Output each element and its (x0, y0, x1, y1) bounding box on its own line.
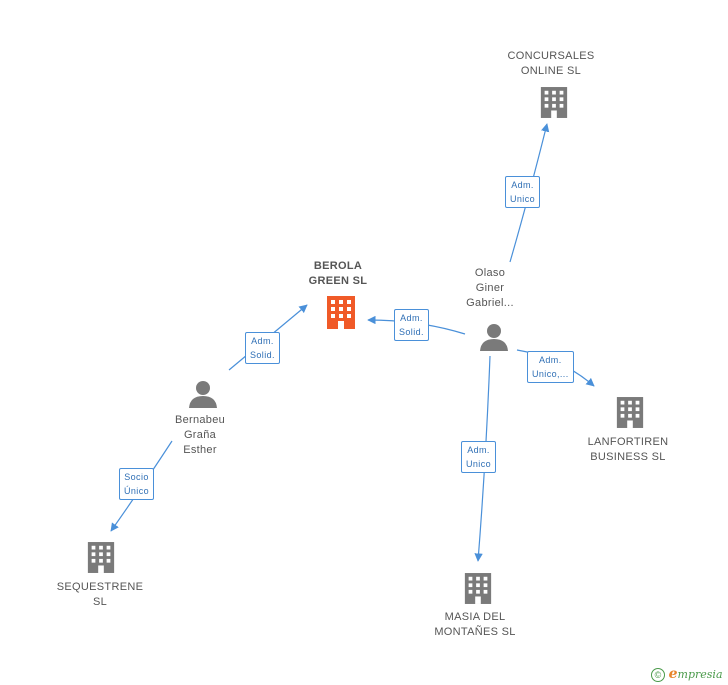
building-icon[interactable] (539, 86, 569, 119)
brand-name: mpresia (677, 668, 723, 681)
node-label-line: BEROLA (313, 260, 363, 272)
edge-label-olaso-concursales[interactable]: Adm. Unico (505, 176, 541, 208)
building-icon[interactable] (86, 541, 116, 574)
edge-label-line: Adm. (511, 180, 534, 190)
edge-label-line: Unico (466, 459, 492, 469)
edge-label-olaso-berola[interactable]: Adm. Solid. (394, 309, 429, 341)
node-label-olaso-giner[interactable]: Olaso Giner Gabriel... (450, 266, 530, 311)
node-label-line: Gabriel... (466, 297, 514, 309)
edge-label-olaso-masia[interactable]: Adm. Unico (461, 441, 497, 473)
edge-label-line: Adm. (251, 336, 274, 346)
node-label-line: BUSINESS SL (590, 451, 666, 463)
edge-label-line: Socio (124, 472, 149, 482)
edge-label-olaso-lanfortiren[interactable]: Adm. Unico,... (527, 351, 574, 383)
node-label-line: CONCURSALES (507, 50, 595, 62)
node-label-line: Graña (183, 429, 217, 441)
node-label-bernabeu-grana[interactable]: Bernabeu Graña Esther (160, 413, 240, 458)
brand-initial: e (668, 666, 678, 682)
edge-label-line: Solid. (399, 327, 424, 337)
person-icon[interactable] (188, 379, 218, 409)
node-label-line: Giner (475, 282, 505, 294)
edge-label-line: Solid. (250, 350, 275, 360)
person-icon[interactable] (479, 322, 509, 352)
node-label-line: MONTAÑES SL (434, 626, 516, 638)
node-label-line: ONLINE SL (520, 65, 582, 77)
edge-label-line: Único (124, 486, 150, 496)
edge-label-bernabeu-sequestrene[interactable]: Socio Único (119, 468, 155, 500)
copyright-icon: © (651, 668, 665, 682)
node-label-sequestrene[interactable]: SEQUESTRENE SL (50, 580, 150, 610)
node-label-line: Esther (183, 444, 217, 456)
node-label-line: Olaso (474, 267, 506, 279)
node-label-masia-del-montanes[interactable]: MASIA DEL MONTAÑES SL (425, 610, 525, 640)
building-icon[interactable] (463, 572, 493, 605)
edge-label-line: Adm. (539, 355, 562, 365)
edge-label-line: Adm. (467, 445, 490, 455)
node-label-concursales-online[interactable]: CONCURSALES ONLINE SL (500, 49, 602, 79)
edge-label-line: Adm. (400, 313, 423, 323)
node-label-line: SEQUESTRENE (56, 581, 144, 593)
building-icon[interactable] (325, 296, 357, 329)
edge-label-line: Unico,... (532, 369, 569, 379)
node-label-line: GREEN SL (308, 275, 368, 287)
node-label-line: MASIA DEL (444, 611, 506, 623)
edge-label-bernabeu-berola[interactable]: Adm. Solid. (245, 332, 280, 364)
edge-label-line: Unico (510, 194, 536, 204)
building-icon[interactable] (615, 396, 645, 429)
node-label-line: SL (92, 596, 108, 608)
node-label-lanfortiren-business[interactable]: LANFORTIREN BUSINESS SL (578, 435, 678, 465)
brand-logo: empresia (668, 666, 723, 682)
copyright-brand: © empresia (651, 666, 723, 682)
node-label-berola-green[interactable]: BEROLA GREEN SL (292, 259, 384, 289)
node-label-line: Bernabeu (174, 414, 226, 426)
node-label-line: LANFORTIREN (587, 436, 669, 448)
